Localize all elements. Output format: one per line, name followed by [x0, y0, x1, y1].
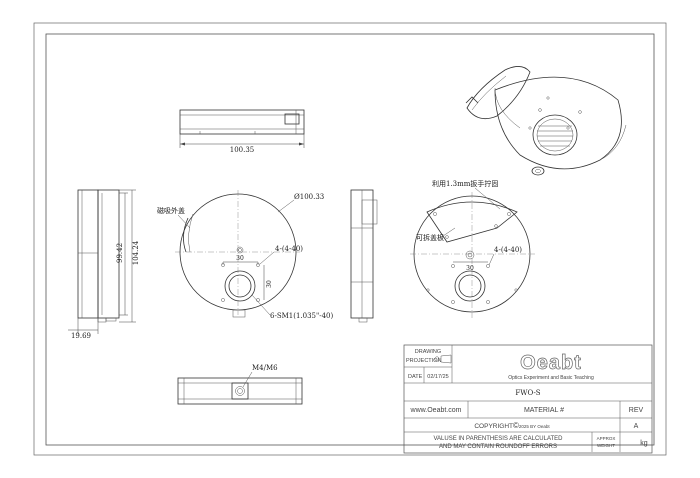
front-dim-vertical: 30	[266, 280, 273, 288]
back-hole-spec: 4-(4-40)	[494, 246, 522, 254]
brand-logo: Oeabt	[520, 352, 582, 374]
front-view: 磁吸外盖 Ø100.33 30 30 4-(4-40) 6-SM1(1.035"…	[157, 190, 333, 320]
projection-symbol-icon	[434, 356, 440, 362]
weight-unit: kg	[640, 440, 648, 447]
bottom-view: M4/M6	[177, 364, 303, 405]
approx-label: APPROX	[597, 436, 616, 441]
side-view-middle	[350, 189, 378, 323]
part-number: FWO-S	[515, 389, 540, 397]
side-width-dim: 19.69	[71, 332, 91, 340]
diameter-dim: Ø100.33	[294, 193, 324, 201]
material-label: MATERIAL #	[524, 407, 564, 414]
front-dim-horizontal: 30	[236, 255, 244, 262]
front-thread-spec: 6-SM1(1.035"-40)	[270, 312, 333, 320]
copyright-label: COPYRIGHT	[474, 423, 513, 430]
side-view-left: 99.42 104.24 19.69	[68, 189, 140, 340]
title-block: DRAWING PROJECTION DATE 02/17/25 Oeabt O…	[403, 344, 653, 454]
back-view: 利用1.3mm扳手拧固 可拆盖板 30 4-(4-40)	[410, 179, 535, 318]
removable-cover-label: 可拆盖板	[416, 233, 444, 242]
outer-border	[33, 22, 667, 456]
drawing-label: DRAWING	[415, 349, 441, 355]
values-note-line2: AND MAY CONTAIN ROUNDOFF ERRORS	[439, 444, 557, 450]
isometric-view	[465, 66, 627, 176]
projection-cone-icon	[440, 354, 452, 364]
side-height-outer-dim: 104.24	[132, 240, 140, 265]
date-label: DATE	[408, 374, 423, 380]
projection-label: PROJECTION	[406, 358, 441, 364]
top-view-width-dim: 100.35	[230, 146, 255, 154]
website: www.Oeabt.com	[410, 407, 462, 414]
wrench-note-label: 利用1.3mm扳手拧固	[432, 179, 498, 188]
side-height-inner-dim: 99.42	[116, 243, 124, 263]
copyright-text: COPYRIGHT©2025 BY Oeabt	[474, 421, 550, 430]
rev-label: REV	[629, 407, 644, 414]
rev-value: A	[634, 423, 639, 430]
values-note-line1: VALUSE IN PARENTHESIS ARE CALCULATED	[433, 436, 563, 442]
top-view: 100.35	[179, 109, 305, 154]
bottom-thread-spec: M4/M6	[252, 364, 278, 372]
copyright-year: 2025 BY Oeabt	[519, 424, 550, 429]
weight-label: WEIGHT	[597, 443, 615, 448]
front-hole-spec: 4-(4-40)	[275, 245, 303, 253]
copyright-symbol: ©	[513, 421, 519, 430]
magnetic-cover-label: 磁吸外盖	[157, 206, 185, 215]
back-dim-horizontal: 30	[466, 265, 474, 272]
date-value: 02/17/25	[427, 374, 448, 380]
brand-tagline: Optics Experiment and Basic Teaching	[508, 375, 594, 381]
inner-border	[45, 33, 655, 446]
